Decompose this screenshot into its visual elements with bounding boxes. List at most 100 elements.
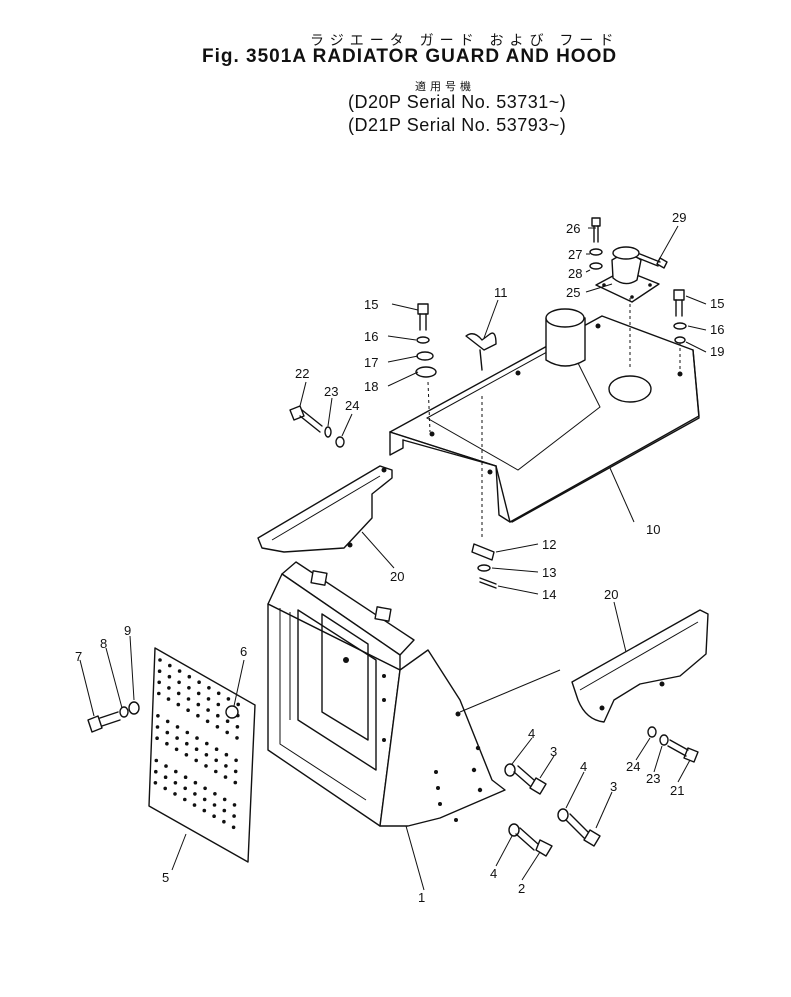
label-part-4-c: 4 bbox=[490, 866, 497, 881]
hood bbox=[389, 308, 700, 523]
grille-hole bbox=[212, 814, 216, 818]
grille-hole bbox=[165, 719, 170, 724]
grille-hole bbox=[236, 702, 240, 707]
part-number-labels: 26 27 28 25 29 15 16 17 18 11 15 16 19 1… bbox=[75, 210, 724, 905]
grille-hole bbox=[187, 674, 192, 679]
label-part-28: 28 bbox=[568, 266, 582, 281]
label-part-18: 18 bbox=[364, 379, 378, 394]
label-part-17: 17 bbox=[364, 355, 378, 370]
grille-hole bbox=[192, 803, 197, 807]
grille-hole bbox=[163, 786, 167, 791]
grille-hole bbox=[156, 714, 160, 718]
grille-hole bbox=[168, 663, 172, 668]
grille-hole bbox=[231, 825, 236, 830]
grille-hole bbox=[225, 719, 230, 723]
bracket-right bbox=[571, 609, 709, 723]
grille-hole bbox=[232, 814, 236, 818]
label-part-27: 27 bbox=[568, 247, 582, 262]
grille-hole bbox=[193, 780, 198, 785]
label-part-14: 14 bbox=[542, 587, 556, 602]
grille-hole bbox=[216, 702, 221, 707]
figure-title: Fig. 3501A RADIATOR GUARD AND HOOD bbox=[202, 46, 618, 67]
label-part-23-right: 23 bbox=[646, 771, 660, 786]
japanese-title: ラジエータ ガード および フード bbox=[310, 32, 620, 48]
grille-hole bbox=[163, 775, 168, 779]
grille-hole bbox=[174, 747, 179, 752]
grille-hole bbox=[157, 691, 161, 696]
grille-hole bbox=[155, 725, 160, 729]
grille-hole bbox=[164, 764, 168, 768]
grille-hole bbox=[183, 786, 187, 791]
japanese-applicable-models: 適用号機 bbox=[415, 81, 475, 93]
grille-hole bbox=[235, 725, 240, 729]
label-part-6: 6 bbox=[240, 644, 247, 659]
grille-perforations bbox=[153, 658, 240, 830]
label-part-3-a: 3 bbox=[550, 744, 557, 759]
grille-hole bbox=[233, 780, 238, 785]
label-part-7: 7 bbox=[75, 649, 82, 664]
grille-hole bbox=[196, 702, 201, 707]
grille-hole bbox=[203, 786, 207, 791]
grille-hole bbox=[234, 758, 238, 763]
radiator-guard bbox=[267, 561, 506, 827]
grille-hole bbox=[153, 781, 158, 785]
grille-hole bbox=[185, 730, 190, 735]
grille-hole bbox=[187, 686, 191, 690]
grille-hole bbox=[195, 736, 199, 740]
hardware bbox=[87, 217, 699, 857]
grille-hole bbox=[158, 658, 162, 662]
label-part-29: 29 bbox=[672, 210, 686, 225]
grille-hole bbox=[204, 764, 208, 768]
grille-hole bbox=[197, 680, 201, 684]
assembly-lines bbox=[427, 298, 681, 713]
grille-hole bbox=[207, 686, 211, 690]
grille-hole bbox=[224, 752, 229, 757]
label-part-24-right: 24 bbox=[626, 759, 640, 774]
label-part-16-right: 16 bbox=[710, 322, 724, 337]
grille-hole bbox=[214, 769, 218, 774]
grille-hole bbox=[173, 792, 177, 796]
grille-hole bbox=[183, 797, 187, 802]
grille-hole bbox=[225, 730, 229, 735]
grille-hole bbox=[233, 769, 238, 774]
grille-hole bbox=[186, 697, 191, 701]
label-part-20-right: 20 bbox=[604, 587, 618, 602]
grille-hole bbox=[196, 691, 201, 696]
label-part-15-left: 15 bbox=[364, 297, 378, 312]
label-part-2: 2 bbox=[518, 881, 525, 896]
grille-hole bbox=[173, 781, 178, 785]
grille-hole bbox=[166, 697, 171, 701]
bracket-left bbox=[257, 465, 393, 553]
label-part-8: 8 bbox=[100, 636, 107, 651]
grille-hole bbox=[214, 758, 218, 763]
grille-hole bbox=[155, 736, 159, 740]
grille-hole bbox=[206, 697, 211, 701]
grille-hole bbox=[174, 769, 178, 774]
label-part-23-left: 23 bbox=[324, 384, 338, 399]
label-part-1: 1 bbox=[418, 890, 425, 905]
grille-hole bbox=[205, 719, 210, 724]
grille-hole bbox=[212, 803, 217, 807]
grille-hole bbox=[194, 747, 199, 751]
grille-hole bbox=[154, 769, 158, 774]
label-part-20-left: 20 bbox=[390, 569, 404, 584]
grille-hole bbox=[202, 797, 207, 802]
grille-hole bbox=[205, 741, 209, 746]
label-part-11: 11 bbox=[494, 285, 508, 300]
grille-hole bbox=[216, 691, 221, 696]
label-part-19: 19 bbox=[710, 344, 724, 359]
grille-hole bbox=[154, 758, 159, 763]
grille-hole bbox=[226, 697, 231, 701]
label-part-15-right: 15 bbox=[710, 296, 724, 311]
grille-hole bbox=[184, 753, 189, 757]
grille-hole bbox=[193, 792, 197, 796]
grille-hole bbox=[202, 808, 207, 813]
grille-hole bbox=[223, 775, 228, 779]
label-part-25: 25 bbox=[566, 285, 580, 300]
grille-hole bbox=[222, 808, 227, 813]
grille-hole bbox=[194, 758, 198, 763]
label-part-9: 9 bbox=[124, 623, 131, 638]
grille-hole bbox=[206, 708, 210, 712]
grille-hole bbox=[222, 797, 227, 802]
serial-line-d21p: (D21P Serial No. 53793~) bbox=[348, 115, 567, 135]
